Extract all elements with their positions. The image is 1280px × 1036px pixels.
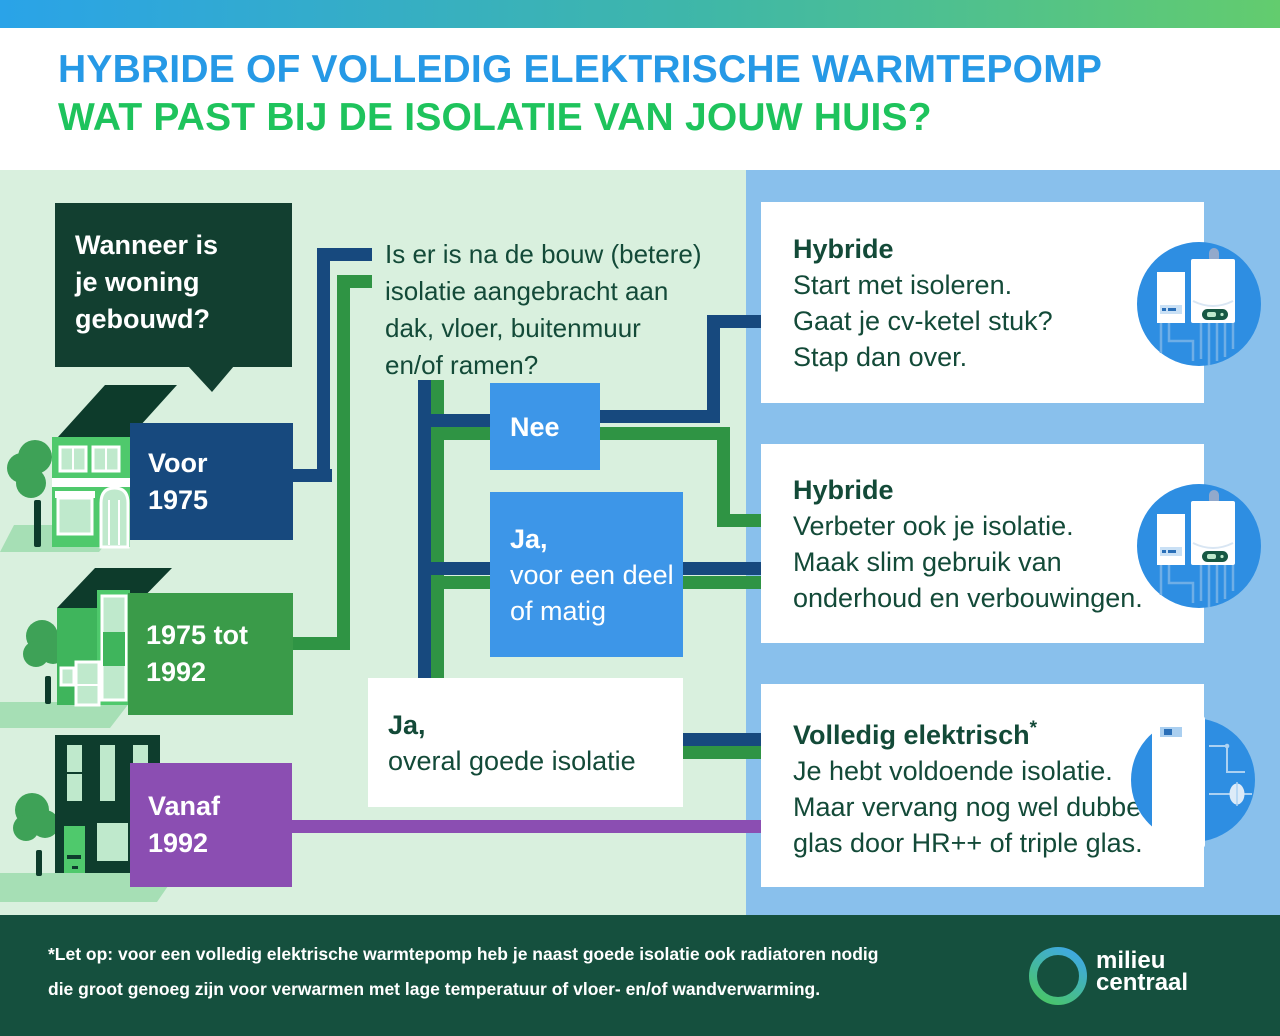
answer-label: overal goede isolatie <box>388 745 636 776</box>
milieu-centraal-logo-icon <box>1029 947 1087 1005</box>
era-label: Vanaf <box>148 791 221 821</box>
result-card-hybride-2: Hybride Verbeter ook je isolatie. Maak s… <box>761 444 1204 643</box>
connector-blue-to-nee <box>418 414 490 427</box>
connector-jaoveral-to-card3-green <box>683 746 763 759</box>
logo-line: centraal <box>1096 969 1189 996</box>
logo-line: milieu <box>1096 947 1166 974</box>
card-title: Hybride <box>793 233 894 264</box>
footnote-line2: die groot genoeg zijn voor verwarmen met… <box>48 979 821 999</box>
connector-voor1975-out <box>292 469 332 482</box>
era-label: 1975 <box>148 484 209 515</box>
speech-bubble-tail <box>188 366 234 392</box>
card-body-line: Maar vervang nog wel dubbel <box>793 791 1148 822</box>
answer-label: Ja, <box>510 523 548 554</box>
answer-label: Nee <box>510 411 560 442</box>
connector-vanaf1992-to-card3 <box>292 820 762 833</box>
era-box-vanaf-1992: Vanaf 1992 <box>130 763 292 887</box>
connector-green-to-nee <box>431 427 490 440</box>
bubble-line: je woning <box>75 267 200 297</box>
result-card-volledig-elektrisch: Volledig elektrisch* Je hebt voldoende i… <box>761 684 1204 887</box>
card-body-line: Je hebt voldoende isolatie. <box>793 755 1113 786</box>
connector-question-blue-vertical <box>418 380 431 678</box>
connector-jadeel-to-card2-blue <box>683 562 763 575</box>
era-box-voor-1975: Voor 1975 <box>130 423 293 540</box>
insulation-question: Is er is na de bouw (betere) isolatie aa… <box>385 236 745 384</box>
electric-heatpump-icon <box>1131 716 1255 848</box>
connector-question-green-vertical <box>431 380 444 678</box>
era-label: 1992 <box>148 828 209 858</box>
card-body-line: Stap dan over. <box>793 341 968 372</box>
answer-box-ja-deel: Ja, voor een deel of matig <box>490 492 683 657</box>
card-title-text: Volledig elektrisch <box>793 719 1030 750</box>
connector-nee-out-blue <box>600 410 720 423</box>
card-body-line: Maak slim gebruik van <box>793 546 1062 577</box>
card-body-line: glas door HR++ of triple glas. <box>793 827 1143 858</box>
answer-label: of matig <box>510 595 607 626</box>
footnote-line1: *Let op: voor een volledig elektrische w… <box>48 944 879 964</box>
connector-nee-out-green <box>600 427 730 440</box>
answer-label: Ja, <box>388 709 426 740</box>
footnote-asterisk: * <box>1029 717 1037 739</box>
question-line: isolatie aangebracht aan <box>385 276 669 306</box>
milieu-centraal-logo-text: milieu centraal <box>1096 947 1189 996</box>
speech-bubble-question: Wanneer is je woning gebouwd? <box>55 203 292 367</box>
answer-box-ja-overal: Ja, overal goede isolatie <box>368 678 683 807</box>
connector-voor1975-to-question <box>330 248 372 261</box>
connector-nee-to-card2 <box>717 514 763 527</box>
question-line: en/of ramen? <box>385 350 539 380</box>
connector-green-to-jadeel <box>431 576 490 589</box>
connector-jadeel-to-card2-green <box>683 576 763 589</box>
bubble-line: gebouwd? <box>75 304 210 334</box>
card-title: Hybride <box>793 474 894 505</box>
connector-nee-to-card2-vertical <box>717 427 730 527</box>
connector-nee-to-card1-vertical <box>707 315 720 423</box>
era-box-1975-tot-1992: 1975 tot 1992 <box>128 593 293 715</box>
top-gradient-bar <box>0 0 1280 28</box>
connector-jaoveral-to-card3-blue <box>683 733 763 746</box>
era-label: 1975 tot <box>146 620 249 650</box>
connector-1975-1992-to-question <box>350 275 372 288</box>
era-label: Voor <box>148 447 208 478</box>
card-body-line: Start met isoleren. <box>793 269 1013 300</box>
page-title-line1: HYBRIDE OF VOLLEDIG ELEKTRISCHE WARMTEPO… <box>58 48 1103 91</box>
bubble-line: Wanneer is <box>75 230 219 260</box>
question-line: Is er is na de bouw (betere) <box>385 239 702 269</box>
classic-house-icon <box>0 385 177 552</box>
connector-blue-to-jadeel <box>418 562 490 575</box>
footer-bar <box>0 915 1280 1036</box>
answer-label: voor een deel <box>510 559 674 590</box>
hybrid-heatpump-boiler-icon <box>1137 242 1261 366</box>
hybrid-heatpump-boiler-icon <box>1137 484 1261 608</box>
era-label: 1992 <box>146 657 207 687</box>
card-body-line: onderhoud en verbouwingen. <box>793 582 1143 613</box>
connector-1975-1992-out <box>292 637 350 650</box>
answer-box-nee: Nee <box>490 383 600 470</box>
question-line: dak, vloer, buitenmuur <box>385 313 641 343</box>
connector-1975-1992-up <box>337 275 350 650</box>
connector-voor1975-up <box>317 248 330 482</box>
card-title: Volledig elektrisch* <box>793 711 1204 753</box>
result-card-hybride-1: Hybride Start met isoleren. Gaat je cv-k… <box>761 202 1204 403</box>
title-band <box>0 28 1280 170</box>
page-title-line2: WAT PAST BIJ DE ISOLATIE VAN JOUW HUIS? <box>58 96 932 139</box>
connector-nee-to-card1 <box>707 315 763 328</box>
card-body-line: Gaat je cv-ketel stuk? <box>793 305 1053 336</box>
card-body-line: Verbeter ook je isolatie. <box>793 510 1074 541</box>
modern-green-house-icon <box>0 568 172 728</box>
